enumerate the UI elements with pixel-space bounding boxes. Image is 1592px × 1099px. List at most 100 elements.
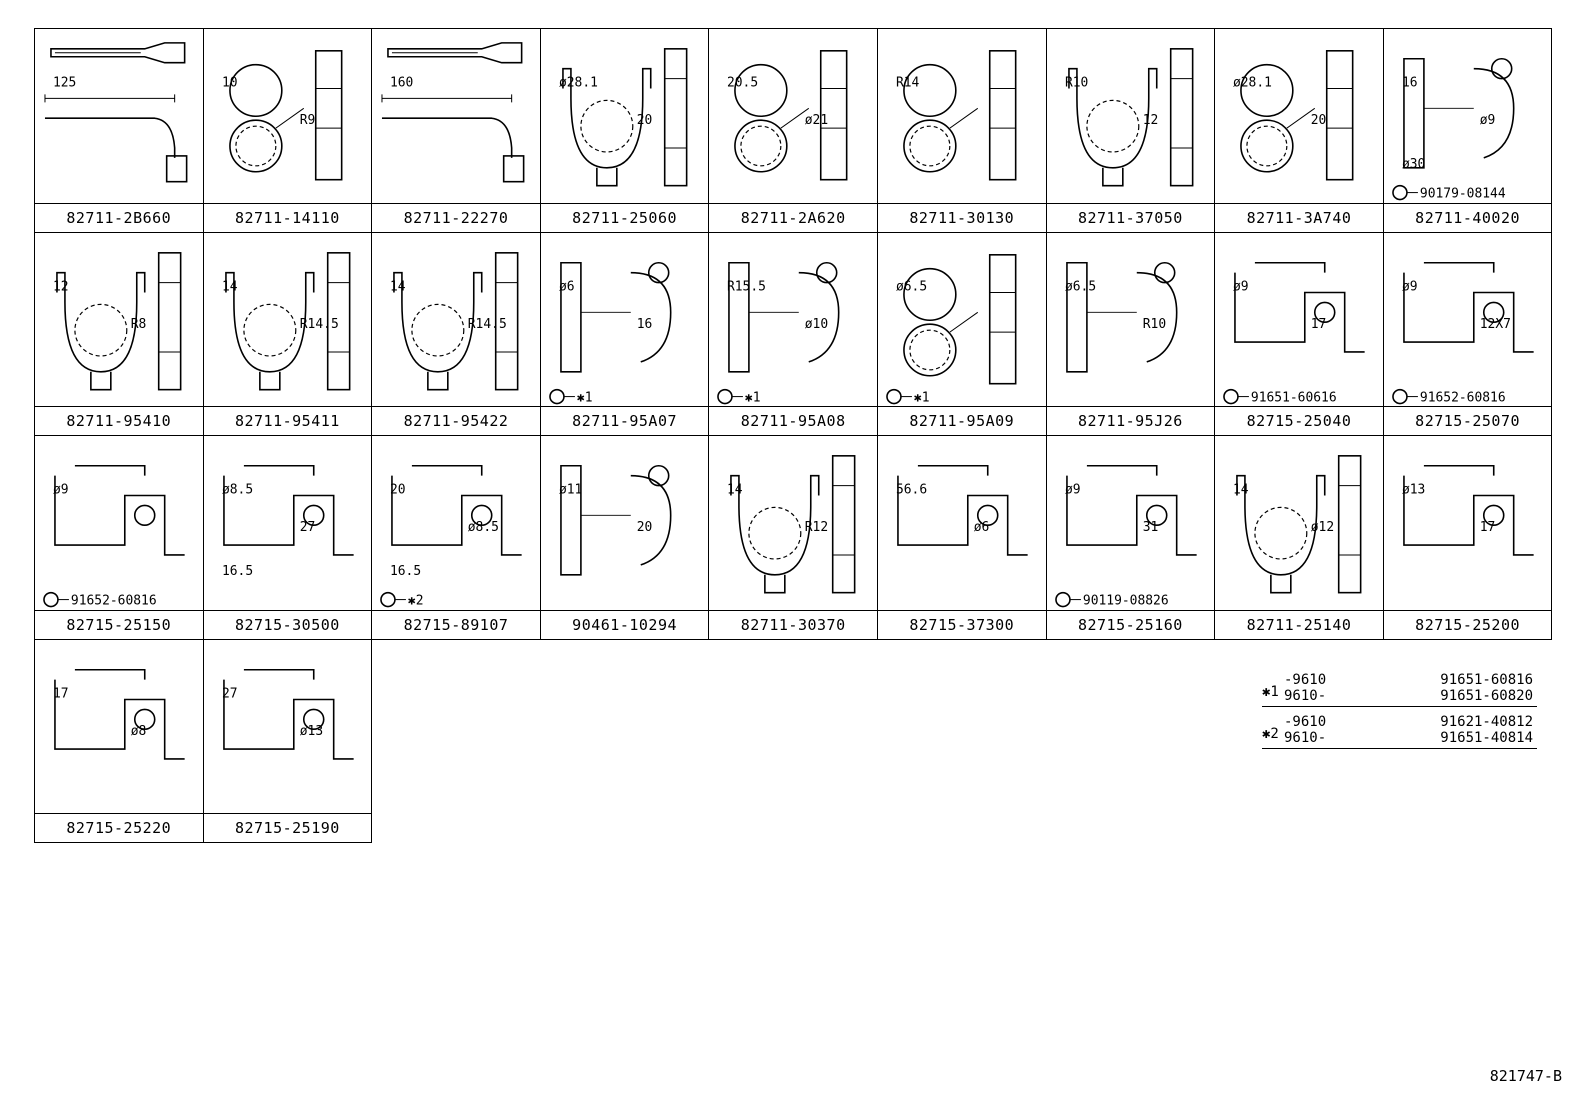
single-clamp-icon — [224, 251, 351, 390]
bolt-b-icon — [1391, 184, 1408, 201]
part-illustration: ø6.5✱1 — [878, 233, 1046, 407]
part-illustration: R15.5 ø10 ✱1 — [709, 233, 877, 407]
dimension-callout: ø13 — [1402, 483, 1425, 498]
part-number-label: 82715-25040 — [1246, 412, 1352, 430]
bolt-reference: 90179-08144 — [1391, 184, 1506, 202]
dimension-callout: 20 — [1311, 113, 1327, 128]
dimension-callout: 14 — [727, 483, 743, 498]
dimension-callout: R14 — [896, 76, 920, 91]
dimension-callout: ø10 — [805, 317, 828, 332]
bolt-reference: ✱2 — [380, 591, 424, 609]
part-number-label: 82711-25140 — [1246, 615, 1352, 634]
bolt-part-number: 91652-60816 — [71, 594, 157, 609]
part-number-label: 82711-95A08 — [740, 412, 846, 430]
part-number-label: 82711-2B660 — [66, 208, 172, 227]
dimension-callout: R14.5 — [299, 317, 338, 332]
single-clamp-icon — [730, 455, 856, 594]
dimension-callout: R15.5 — [727, 279, 766, 294]
part-cell[interactable]: 125 82711-2B660 — [34, 28, 204, 233]
part-number-label: 82715-25190 — [234, 819, 340, 837]
dimension-callout: ø9 — [1480, 113, 1496, 128]
part-number-label: 82711-25060 — [572, 208, 678, 227]
part-number-label: 82711-14110 — [234, 208, 340, 227]
part-drawing: ø28.120 — [559, 48, 688, 187]
part-number-label: 82715-89107 — [403, 615, 509, 634]
bolt-reference: ✱1 — [886, 388, 930, 405]
part-number-label: 82711-95J26 — [1077, 412, 1183, 430]
part-number-label: 82711-22270 — [403, 208, 509, 227]
part-number-label: 82711-30370 — [740, 615, 846, 634]
note-mark: ✱1 — [1262, 684, 1279, 700]
dimension-callout: 31 — [1142, 520, 1158, 535]
double-clamp-icon — [734, 50, 848, 181]
dimension-callout: 27 — [222, 686, 238, 701]
dimension-callout: 17 — [53, 686, 69, 701]
part-drawing: R14 — [896, 50, 1017, 181]
bracket-icon — [1402, 464, 1534, 556]
dimension-callout: 20 — [637, 520, 653, 535]
part-cell[interactable]: R15.5 ø10 ✱1 82711-95A08 — [708, 231, 878, 436]
bracket-clamp-icon — [728, 261, 840, 373]
note-range-from: 9610- — [1284, 688, 1327, 704]
bolt-part-number: ✱1 — [745, 390, 761, 405]
bolt-b-icon — [1054, 591, 1071, 608]
part-number-label: 82715-25070 — [1415, 412, 1521, 430]
dimension-callout: ø12 — [1311, 520, 1334, 535]
dimension-callout: 12 — [53, 279, 69, 294]
dimension-callout: 12X7 — [1480, 317, 1511, 332]
bolt-notes-table: ✱1 -9610 9610- 91651-60816 91651-60820 ✱… — [1262, 672, 1537, 752]
note-row-1: ✱1 -9610 9610- 91651-60816 91651-60820 — [1262, 672, 1537, 710]
dimension-callout: ø9 — [1402, 279, 1418, 294]
bracket-icon — [222, 464, 354, 556]
bracket-clamp-icon — [1065, 261, 1178, 373]
part-drawing: 125 — [44, 42, 188, 183]
part-drawing: ø6.5✱1 — [886, 253, 1017, 405]
double-clamp-icon — [228, 50, 343, 181]
part-number-label: 82715-25220 — [66, 819, 172, 837]
